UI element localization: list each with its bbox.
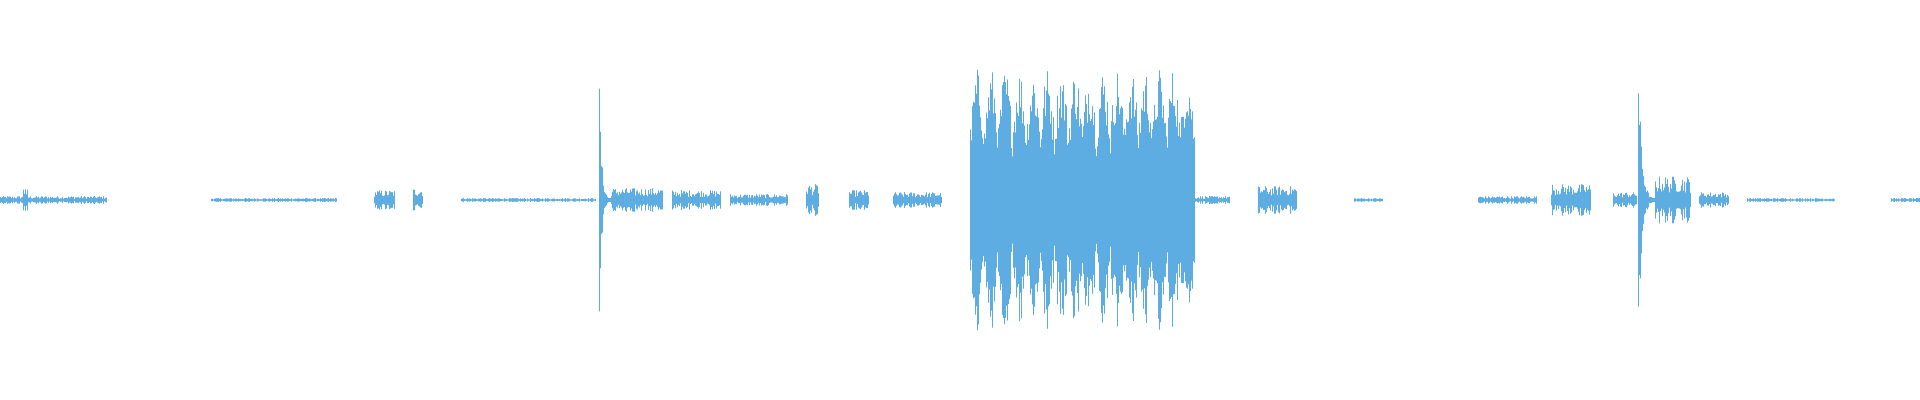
waveform-segment [1655,176,1691,224]
waveform-segment [413,189,423,211]
waveform-segment [374,190,395,210]
waveform-segment [730,194,788,206]
waveform-segment [611,188,663,212]
waveform-segment [1354,198,1383,202]
waveform-segment [23,189,28,211]
waveform-segment [849,190,869,210]
waveform-segment [1551,184,1591,216]
waveform-segment [806,184,819,216]
waveform-segment [672,190,721,210]
waveform-segment [1194,196,1230,204]
waveform-segment [1747,198,1835,202]
waveform-segment [1258,186,1297,214]
waveform-segment [970,69,1195,331]
waveform-samples [0,69,1920,331]
waveform-segment [1613,192,1637,208]
waveform-segment [0,196,107,204]
waveform-segment [211,198,337,202]
waveform-segment [893,192,942,208]
waveform-segment [461,198,596,202]
waveform-segment [1638,93,1656,307]
waveform-segment [599,88,612,312]
waveform-segment [1478,196,1537,204]
waveform-segment [1891,198,1920,202]
waveform-segment [1699,192,1729,208]
